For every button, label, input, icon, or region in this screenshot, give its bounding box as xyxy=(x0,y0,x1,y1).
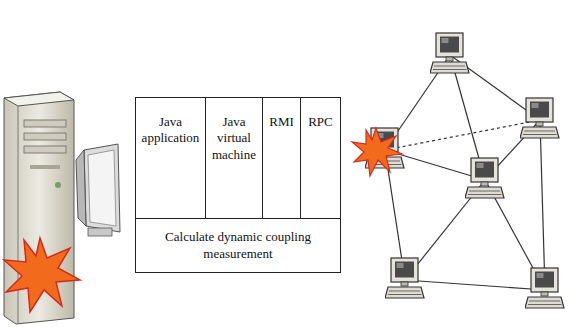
fault-star xyxy=(352,128,402,176)
cell-text: RMI xyxy=(269,114,294,130)
cell-text: Java virtual machine xyxy=(209,114,259,163)
cell-text: Calculate dynamic coupling measurement xyxy=(139,229,337,262)
network-computers xyxy=(365,33,564,308)
table-cell: RMI xyxy=(262,97,301,219)
table-cell: RPC xyxy=(300,97,341,219)
table-cell: Java virtual machine xyxy=(205,97,263,219)
table-cell: Java application xyxy=(135,97,206,219)
network-links xyxy=(385,55,545,290)
cell-text: Java application xyxy=(139,114,202,147)
server-monitor xyxy=(76,144,120,236)
fault-star xyxy=(4,238,80,312)
cell-text: RPC xyxy=(308,114,333,130)
table-cell: Calculate dynamic coupling measurement xyxy=(135,218,341,273)
